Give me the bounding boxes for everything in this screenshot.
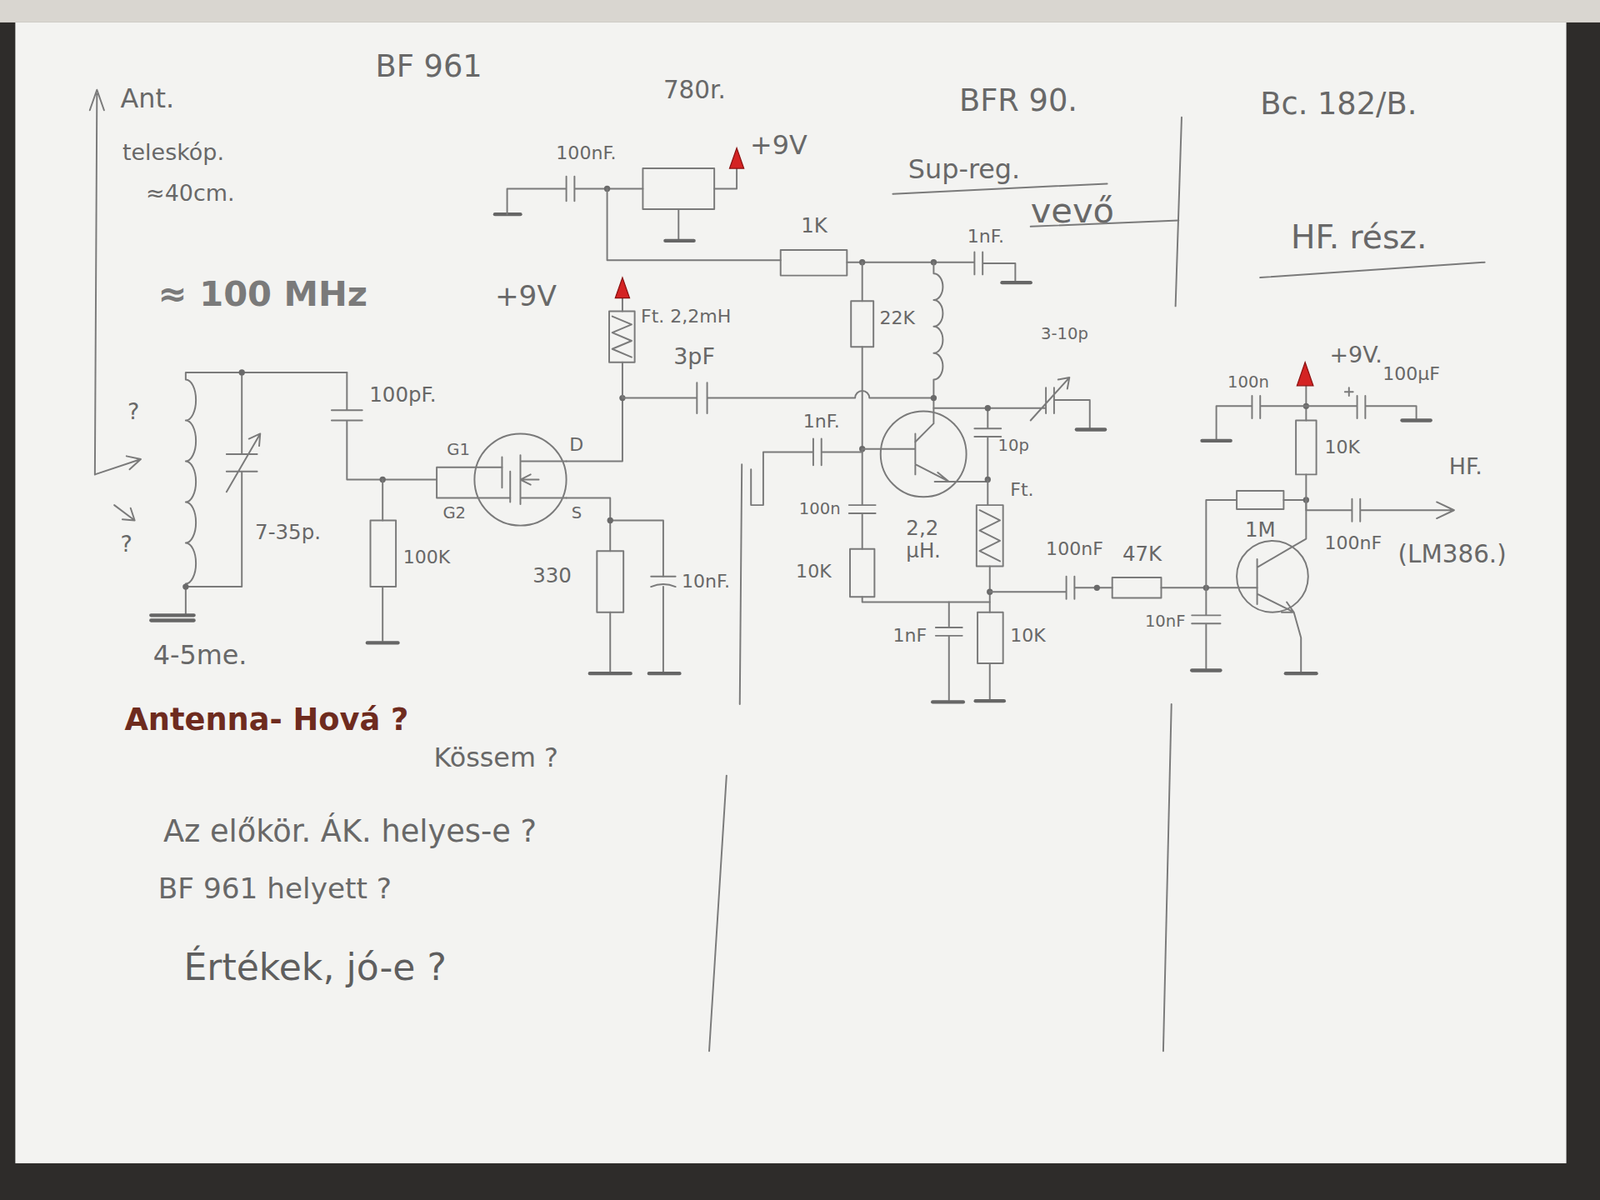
component-label: Ant. (120, 83, 175, 113)
paper-sheet (15, 22, 1566, 1164)
component-label: Sup-reg. (908, 155, 1020, 185)
component-label: 780r. (663, 76, 726, 104)
af-amplifier-stage (990, 362, 1455, 674)
component-label: 47K (1122, 542, 1162, 565)
component-label: 22K (880, 308, 916, 329)
component-label: 100nF (1324, 532, 1382, 553)
component-label: 100pF. (369, 383, 436, 406)
component-label: 10p (998, 436, 1030, 455)
component-label: ≈ 100 MHz (158, 275, 368, 315)
mosfet-stage (436, 277, 680, 674)
component-label: 1K (800, 214, 828, 237)
component-label: +9V (495, 281, 557, 314)
component-label: 7-35p. (255, 520, 321, 543)
component-label: ≈40cm. (145, 181, 235, 207)
component-label: BF 961 helyett ? (158, 873, 392, 905)
component-label: G1 (446, 440, 470, 460)
component-label: ? (120, 532, 132, 558)
component-label: 100nF (1045, 539, 1104, 560)
component-label: 100nF. (555, 142, 616, 163)
component-label: 330 (532, 564, 572, 587)
component-label: 100n (799, 500, 841, 519)
component-label: 2,2 μH. (905, 516, 962, 562)
component-label: 10nF. (681, 571, 730, 592)
component-label: HF. (1449, 455, 1483, 480)
separator-lines (709, 117, 1485, 1051)
component-label: ? (127, 400, 140, 425)
component-label: BF 961 (375, 49, 483, 83)
component-label: D (569, 435, 584, 455)
component-label: Az előkör. ÁK. helyes-e ? (163, 814, 537, 848)
regulator-section (495, 148, 1031, 284)
component-label: teleskóp. (122, 140, 225, 166)
component-label: 100n (1227, 373, 1270, 392)
component-label: 1nF. (803, 410, 840, 431)
component-label: Ft. 2,2mH (640, 305, 731, 326)
component-label: 10K (795, 560, 832, 581)
component-label: 100μF (1382, 363, 1440, 384)
component-label: BFR 90. (959, 83, 1078, 117)
component-label: 10nF (1145, 612, 1186, 631)
component-label: 1M (1245, 518, 1276, 541)
component-label: 1nF. (967, 226, 1005, 247)
component-label: 3pF (673, 345, 715, 370)
component-label: vevő (1030, 191, 1115, 230)
component-label: Ft. (1010, 480, 1034, 500)
component-label: HF. rész. (1290, 219, 1427, 255)
component-label: (LM386.) (1398, 540, 1507, 568)
component-label: G2 (442, 504, 466, 523)
component-label: S (571, 504, 582, 523)
component-label: 3-10p (1040, 324, 1089, 343)
component-label: Kössem ? (433, 742, 559, 772)
superregen-stage (622, 262, 1105, 703)
component-label: 4-5me. (153, 640, 248, 670)
component-label: 1nF (892, 625, 927, 646)
component-label: 10K (1324, 436, 1360, 457)
input-tank-circuit (150, 369, 437, 643)
component-label: Bc. 182/B. (1260, 86, 1417, 120)
component-label: +9V. (1330, 342, 1383, 368)
component-label: Értékek, jó-e ? (183, 946, 446, 987)
component-label: 10K (1010, 625, 1046, 646)
desk-strip (0, 0, 1600, 23)
component-label: Antenna- Hová ? (124, 701, 409, 735)
component-label: 100K (403, 546, 451, 567)
component-label: +9V (750, 130, 808, 160)
